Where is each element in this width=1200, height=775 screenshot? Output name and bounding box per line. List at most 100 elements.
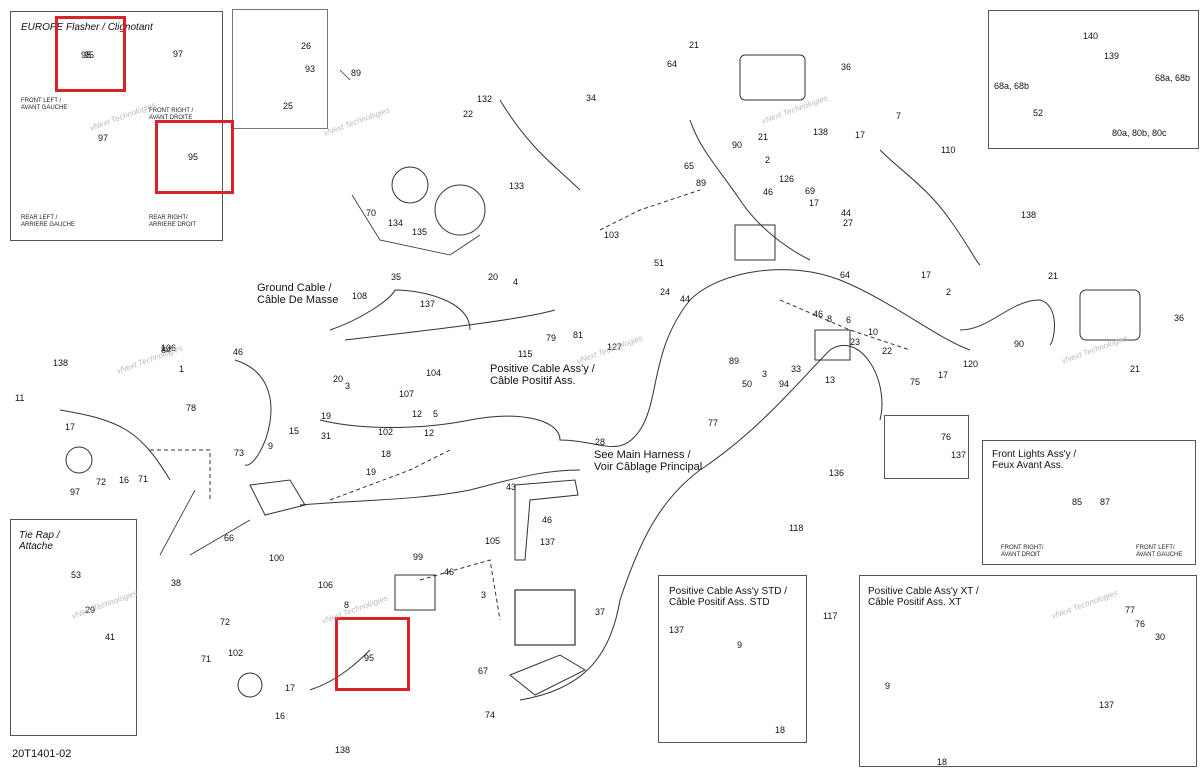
part-number-label: 97 <box>173 49 184 59</box>
cable-97-left <box>59 409 171 481</box>
part-number-label: 95 <box>81 50 92 60</box>
positive-xt-title: Positive Cable Ass'y XT / Câble Positif … <box>868 586 979 608</box>
part-number-label: 78 <box>186 403 197 413</box>
positive-xt-panel: Positive Cable Ass'y XT / Câble Positif … <box>859 575 1197 767</box>
reflector-71-bottom <box>237 672 263 698</box>
part-number-label: 9 <box>885 681 891 691</box>
part-number-label: 138 <box>53 358 69 368</box>
part-number-label: 64 <box>667 59 678 69</box>
part-number-label: 69 <box>805 186 816 196</box>
part-number-label: 22 <box>463 109 474 119</box>
part-number-label: 13 <box>825 375 836 385</box>
tie-rap-title: Tie Rap / Attache <box>19 530 60 552</box>
part-number-label: 76 <box>941 432 952 442</box>
taillight-136 <box>249 479 306 516</box>
tie-rap-panel: Tie Rap / Attache <box>10 519 137 736</box>
part-number-label: 115 <box>518 349 533 359</box>
part-number-label: 71 <box>201 654 212 664</box>
headlight-36 <box>739 54 806 101</box>
part-number-label: 103 <box>604 230 620 240</box>
part-number-label: 23 <box>850 337 861 347</box>
part-number-label: 51 <box>654 258 665 268</box>
part-number-label: 17 <box>65 422 76 432</box>
part-number-label: 19 <box>321 411 332 421</box>
part-number-label: 133 <box>509 181 525 191</box>
part-number-label: 85 <box>1072 497 1083 507</box>
part-number-label: 21 <box>1130 364 1141 374</box>
part-number-label: 81 <box>573 330 584 340</box>
part-number-label: 6 <box>846 315 852 325</box>
part-number-label: 68a, 68b <box>1155 73 1191 83</box>
part-number-label: 11 <box>15 393 25 403</box>
part-number-label: 34 <box>586 93 597 103</box>
part-number-label: 95 <box>364 653 375 663</box>
part-number-label: 25 <box>283 101 294 111</box>
part-number-label: 71 <box>138 474 149 484</box>
front-lights-panel: Front Lights Ass'y / Feux Avant Ass. FRO… <box>982 440 1196 565</box>
part-number-label: 120 <box>963 359 979 369</box>
bracket-38 <box>514 479 579 561</box>
part-number-label: 46 <box>763 187 774 197</box>
part-number-label: 140 <box>1083 31 1099 41</box>
part-number-label: 72 <box>96 477 107 487</box>
module-94 <box>814 329 851 361</box>
part-number-label: 137 <box>1099 700 1115 710</box>
part-number-label: 3 <box>481 590 487 600</box>
part-number-label: 89 <box>696 178 707 188</box>
part-number-label: 134 <box>388 218 404 228</box>
part-number-label: 18 <box>937 757 948 767</box>
part-number-label: 118 <box>789 523 804 533</box>
part-number-label: 36 <box>1174 313 1185 323</box>
part-number-label: 8 <box>827 314 833 324</box>
part-number-label: 46 <box>542 515 553 525</box>
part-number-label: 16 <box>275 711 286 721</box>
part-number-label: 97 <box>70 487 81 497</box>
part-number-label: 33 <box>791 364 802 374</box>
relay-panel <box>232 9 328 129</box>
part-number-label: 137 <box>420 299 436 309</box>
part-number-label: 127 <box>607 342 623 352</box>
part-number-label: 84 <box>161 345 172 355</box>
part-number-label: 80a, 80b, 80c <box>1112 128 1167 138</box>
part-number-label: 138 <box>1021 210 1037 220</box>
part-number-label: 100 <box>269 553 285 563</box>
battery-tray-74 <box>509 654 587 696</box>
part-number-label: 16 <box>119 475 130 485</box>
fuse-box <box>734 224 776 261</box>
part-number-label: 76 <box>1135 619 1146 629</box>
part-number-label: 77 <box>1125 605 1136 615</box>
part-number-label: 137 <box>951 450 967 460</box>
part-number-label: 53 <box>71 570 82 580</box>
part-number-label: 137 <box>540 537 556 547</box>
part-number-label: 12 <box>412 409 423 419</box>
part-number-label: 138 <box>813 127 829 137</box>
connector-inset-panel <box>884 415 969 479</box>
part-number-label: 46 <box>444 567 455 577</box>
part-number-label: 17 <box>855 130 866 140</box>
module-99 <box>394 574 436 611</box>
ring-134 <box>391 166 429 204</box>
rear-left-label: REAR LEFT / ARRIERE GAUCHE <box>21 215 76 228</box>
part-number-label: 102 <box>378 427 394 437</box>
part-number-label: 4 <box>513 277 519 287</box>
cable-118 <box>519 344 883 701</box>
part-number-label: 95 <box>188 152 199 162</box>
part-number-label: 38 <box>171 578 182 588</box>
headlight-36-right <box>1079 289 1141 341</box>
part-number-label: 46 <box>813 309 824 319</box>
cable-66 <box>299 469 581 506</box>
part-number-label: 35 <box>391 272 402 282</box>
part-number-label: 20 <box>488 272 499 282</box>
cable-84 <box>234 359 272 466</box>
front-right-light-label: FRONT RIGHT/ AVANT DROIT <box>1001 545 1044 558</box>
part-number-label: 90 <box>1014 339 1025 349</box>
part-number-label: 135 <box>412 227 428 237</box>
part-number-label: 139 <box>1104 51 1120 61</box>
gauge-135 <box>434 184 486 236</box>
part-number-label: 18 <box>775 725 786 735</box>
part-number-label: 26 <box>301 41 312 51</box>
part-number-label: 106 <box>318 580 334 590</box>
ground-cable <box>329 289 471 331</box>
part-number-label: 17 <box>921 270 932 280</box>
